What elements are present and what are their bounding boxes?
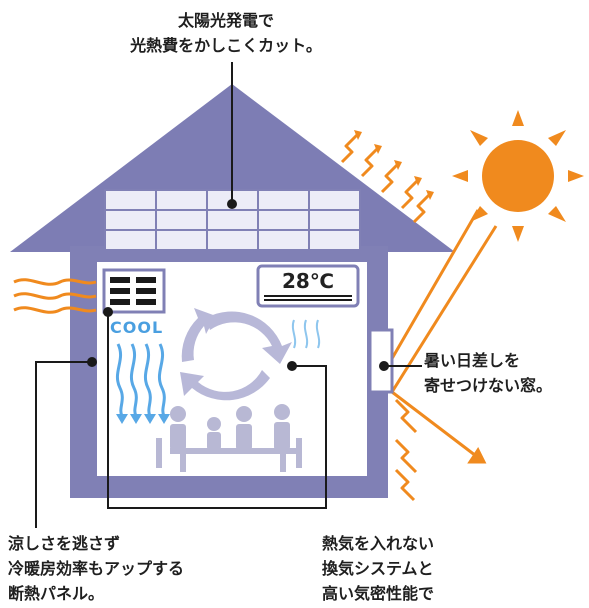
insulation-panel-label-line: 冷暖房効率もアップする xyxy=(8,559,185,578)
leader-dots xyxy=(87,199,389,371)
window-icon xyxy=(368,328,394,394)
window-label: 暑い日差しを 寄せつけない窓。 xyxy=(424,348,552,398)
cool-air-arrowheads xyxy=(116,414,170,424)
window-label-line: 寄せつけない窓。 xyxy=(424,376,553,395)
sun-icon xyxy=(452,110,584,242)
solar-power-label-line: 光熱費をかしこくカット。 xyxy=(130,36,322,55)
insulation-panel-label-line: 断熱パネル。 xyxy=(8,584,105,603)
window-heat-reflection-icon xyxy=(394,398,418,502)
ventilation-label-line: 熱気を入れない xyxy=(322,534,435,553)
ac-airflow-icon xyxy=(291,319,321,349)
leader-lines xyxy=(35,62,422,528)
air-circulation-icon xyxy=(180,308,292,401)
ventilation-label-line: 換気システムと xyxy=(322,559,434,578)
ventilation-label: 熱気を入れない 換気システムと 高い気密性能で xyxy=(322,531,434,606)
sunlight-rays xyxy=(388,209,498,464)
ventilation-label-line: 高い気密性能で xyxy=(322,584,435,603)
insulation-panel-label-line: 涼しさを逃さず xyxy=(8,534,121,553)
vent-grille-icon xyxy=(102,268,166,314)
insulation-panel-label: 涼しさを逃さず 冷暖房効率もアップする 断熱パネル。 xyxy=(8,531,184,606)
ac-temperature: 28℃ xyxy=(281,269,335,293)
reflected-heat-icon xyxy=(340,132,432,224)
cool-air-icon xyxy=(115,343,166,417)
solar-panel xyxy=(104,189,361,251)
ac-mode-label: COOL xyxy=(110,318,164,337)
family-icon xyxy=(156,404,302,472)
outside-heat-wave-icon xyxy=(13,278,97,314)
window-label-line: 暑い日差しを xyxy=(424,351,521,370)
reflected-heat-arrowheads xyxy=(354,130,434,200)
solar-power-label-line: 太陽光発電で xyxy=(177,11,274,30)
solar-power-label: 太陽光発電で 光熱費をかしこくカット。 xyxy=(108,8,344,58)
air-conditioner-icon xyxy=(256,264,360,308)
